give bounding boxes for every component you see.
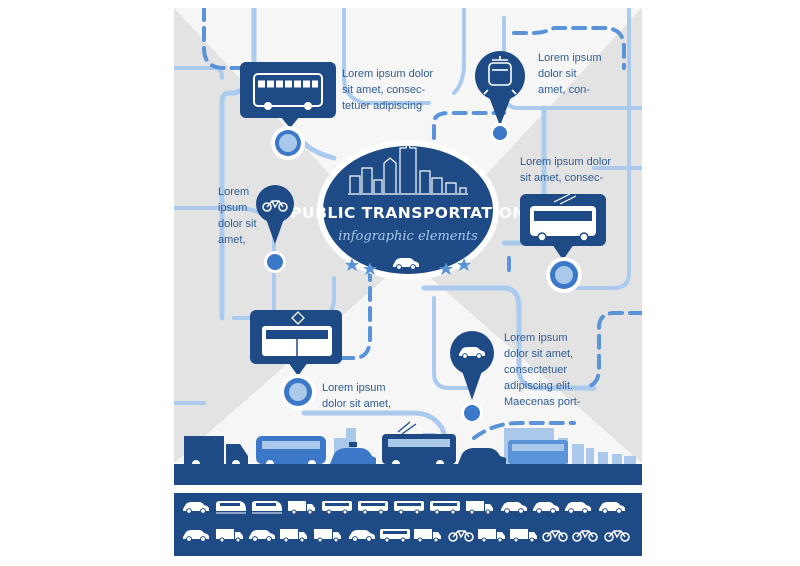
page-title: PUBLIC TRANSPORTATION <box>290 204 526 222</box>
train-marker <box>475 51 525 143</box>
street-scene <box>174 421 642 485</box>
tram-callout-text: Lorem ipsum dolor sit amet, <box>322 382 392 410</box>
tram-icon <box>508 440 568 464</box>
trolleybus-marker <box>520 193 606 293</box>
vehicle-icon-set <box>174 493 642 556</box>
train-icon <box>483 56 517 95</box>
bus-icon <box>253 73 323 110</box>
train-callout-text: Lorem ipsum dolor sit amet, con- <box>538 52 602 96</box>
star-icon <box>345 258 471 275</box>
car-icon <box>458 448 506 464</box>
taxi-callout-text: Lorem ipsum dolor sit amet, consectetuer… <box>504 332 581 408</box>
taxi-marker <box>450 331 494 424</box>
trolleybus-callout-text: Lorem ipsum dolor sit amet, consec- <box>520 156 612 184</box>
tram-icon <box>262 311 332 356</box>
page-subtitle: infographic elements <box>338 229 478 244</box>
bus-marker <box>240 62 336 160</box>
bus-icon <box>256 436 326 468</box>
bus-callout-text: Lorem ipsum dolor sit amet, consec- tetu… <box>342 68 434 112</box>
tram-marker <box>250 310 342 410</box>
city-skyline-icon <box>348 139 468 195</box>
bicycle-marker <box>256 185 294 273</box>
center-emblem: PUBLIC TRANSPORTATION infographic elemen… <box>290 139 526 280</box>
bicycle-callout-text: Lorem ipsum dolor sit amet, <box>218 186 257 246</box>
taxi-icon <box>330 442 376 464</box>
infographic-poster: PUBLIC TRANSPORTATION infographic elemen… <box>174 8 642 556</box>
trolleybus-icon <box>530 193 596 242</box>
truck-icon <box>184 436 248 468</box>
poster-artwork: PUBLIC TRANSPORTATION infographic elemen… <box>174 8 642 556</box>
